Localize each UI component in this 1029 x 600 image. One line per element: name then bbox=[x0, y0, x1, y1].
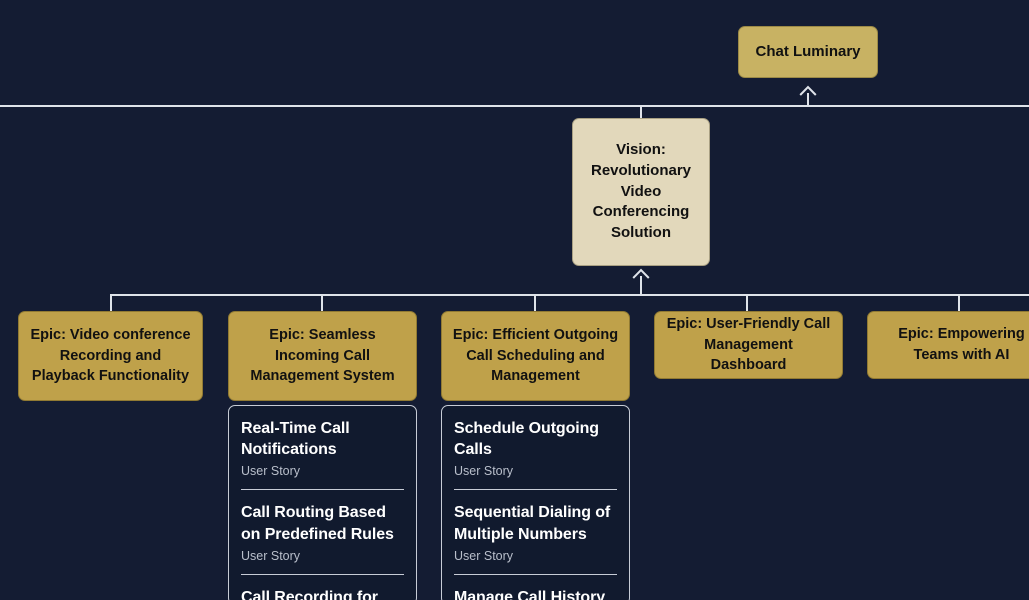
connector-epic-drop-4 bbox=[746, 294, 748, 313]
node-epic-2-label: Epic: Seamless Incoming Call Management … bbox=[250, 327, 395, 385]
connector-root-stem bbox=[807, 93, 809, 106]
story-type: User Story bbox=[454, 464, 514, 479]
connector-epic-drop-2 bbox=[321, 294, 323, 313]
list-item[interactable]: Schedule Outgoing Calls User Story bbox=[454, 406, 617, 489]
node-vision[interactable]: Vision: Revolutionary Video Conferencing… bbox=[572, 118, 710, 266]
list-item[interactable]: Call Recording for Quality Assurance Use… bbox=[241, 573, 404, 600]
story-panel-epic-2: Real-Time Call Notifications User Story … bbox=[228, 405, 417, 600]
connector-epic-drop-3 bbox=[534, 294, 536, 313]
node-epic-4[interactable]: Epic: User-Friendly Call Management Dash… bbox=[654, 311, 843, 379]
node-chat-luminary-label: Chat Luminary bbox=[755, 42, 861, 60]
connector-epic-bus bbox=[110, 294, 1029, 296]
story-panel-epic-3: Schedule Outgoing Calls User Story Seque… bbox=[441, 405, 630, 600]
story-type: User Story bbox=[454, 548, 514, 563]
story-title: Call Routing Based on Predefined Rules bbox=[241, 504, 394, 543]
list-item[interactable]: Call Routing Based on Predefined Rules U… bbox=[241, 489, 404, 573]
node-epic-5-label: Epic: Empowering Teams with AI bbox=[898, 326, 1025, 363]
list-item[interactable]: Sequential Dialing of Multiple Numbers U… bbox=[454, 489, 617, 573]
arrow-root-icon bbox=[799, 85, 817, 96]
node-epic-4-label: Epic: User-Friendly Call Management Dash… bbox=[666, 316, 831, 374]
connector-vision-stem bbox=[640, 276, 642, 295]
list-item[interactable]: Manage Call History User Story bbox=[454, 573, 617, 600]
connector-top-bus bbox=[0, 105, 1029, 107]
node-epic-2[interactable]: Epic: Seamless Incoming Call Management … bbox=[228, 311, 417, 401]
story-title: Schedule Outgoing Calls bbox=[454, 420, 599, 459]
story-title: Manage Call History bbox=[454, 588, 606, 600]
story-title: Call Recording for Quality Assurance bbox=[241, 588, 378, 600]
connector-vision-drop bbox=[640, 105, 642, 119]
node-epic-1[interactable]: Epic: Video conference Recording and Pla… bbox=[18, 311, 203, 401]
list-item[interactable]: Real-Time Call Notifications User Story bbox=[241, 406, 404, 489]
node-vision-label: Vision: Revolutionary Video Conferencing… bbox=[590, 141, 692, 242]
story-type: User Story bbox=[241, 548, 301, 563]
node-epic-5[interactable]: Epic: Empowering Teams with AI bbox=[867, 311, 1029, 379]
node-epic-3-label: Epic: Efficient Outgoing Call Scheduling… bbox=[452, 327, 619, 385]
node-epic-3[interactable]: Epic: Efficient Outgoing Call Scheduling… bbox=[441, 311, 630, 401]
connector-epic-drop-1 bbox=[110, 294, 112, 313]
arrow-vision-icon bbox=[632, 268, 650, 279]
connector-epic-drop-5 bbox=[958, 294, 960, 313]
story-title: Real-Time Call Notifications bbox=[241, 420, 350, 459]
node-epic-1-label: Epic: Video conference Recording and Pla… bbox=[30, 327, 191, 385]
node-chat-luminary[interactable]: Chat Luminary bbox=[738, 26, 878, 78]
story-title: Sequential Dialing of Multiple Numbers bbox=[454, 504, 611, 543]
story-type: User Story bbox=[241, 464, 301, 479]
